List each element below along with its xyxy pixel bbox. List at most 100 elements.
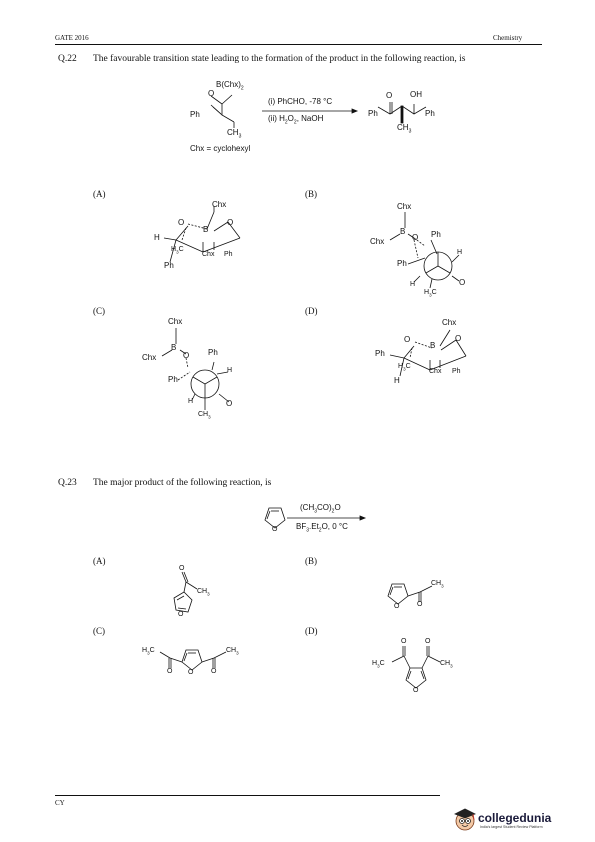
q23-d-ch3: CH3 — [440, 660, 453, 669]
q22-b-o-bottom: O — [459, 278, 466, 287]
q22-reactant-oxygen: O — [208, 89, 215, 98]
collegedunia-logo[interactable]: collegedunia India's largest Student Rev… — [452, 806, 592, 834]
q22-b-ph-left: Ph — [397, 259, 407, 268]
brand-name: collegedunia — [478, 811, 552, 825]
q23-c-o-left: O — [167, 668, 173, 675]
q22-a-ph-bottom: Ph — [224, 251, 233, 258]
q22-c-o: O — [183, 351, 190, 360]
q22-note: Chx = cyclohexyl — [190, 144, 251, 153]
q22-b-o: O — [412, 233, 419, 242]
q22-c-ph-right: Ph — [208, 348, 218, 357]
q23-a-o-ring: O — [178, 611, 184, 618]
q22-option-a-label[interactable]: (A) — [93, 189, 106, 199]
q22-a-o2: O — [227, 218, 234, 227]
q23-reagent-1: (CH3CO)2O — [300, 503, 341, 515]
q22-c-chx-left: Chx — [142, 353, 157, 362]
q22-c-b: B — [171, 343, 177, 352]
q23-c-o-right: O — [211, 668, 217, 675]
header-rule — [55, 44, 542, 45]
q22-b-h-right: H — [457, 249, 463, 256]
q22-b-chx-left: Chx — [370, 237, 385, 246]
q22-a-chx-bottom: Chx — [202, 251, 215, 258]
q22-condition-1: (i) PhCHO, -78 °C — [268, 97, 333, 106]
header-right: Chemistry — [493, 34, 523, 42]
q23-a-o-keto: O — [179, 565, 185, 572]
q22-a-h: H — [154, 233, 160, 242]
q22-b-b: B — [400, 227, 406, 236]
q23-b-o-keto: O — [417, 601, 423, 608]
q22-product-ch3: CH3 — [397, 123, 412, 135]
q23-d-o-ring: O — [413, 687, 419, 694]
header-left: GATE 2016 — [55, 34, 89, 42]
q22-b-h-left: H — [410, 281, 416, 288]
q23-c-o-ring: O — [188, 669, 194, 676]
q23-number: Q.23 — [58, 478, 77, 488]
q22-product-ph-right: Ph — [425, 109, 435, 118]
q22-d-o1: O — [404, 335, 411, 344]
brand-tagline: India's largest Student Review Platform — [480, 825, 543, 829]
q23-a-ch3: CH3 — [197, 588, 210, 597]
q23-option-b-label[interactable]: (B) — [305, 556, 317, 566]
q22-d-chx-bottom: Chx — [429, 368, 442, 375]
q23-c-ch3: CH3 — [226, 647, 239, 656]
q23-text: The major product of the following react… — [93, 478, 272, 488]
q23-b-o-ring: O — [394, 603, 400, 610]
q22-c-chx-top: Chx — [168, 317, 183, 326]
q23-c-h3c: H3C — [142, 647, 155, 656]
q22-b-ph-top: Ph — [431, 230, 441, 239]
q22-a-b: B — [203, 225, 209, 234]
q22-d-ph: Ph — [375, 349, 385, 358]
q23-d-o-left: O — [401, 638, 407, 645]
q22-b-chx-top: Chx — [397, 202, 412, 211]
q22-c-o-bottom: O — [226, 399, 233, 408]
q22-d-h3c: H3C — [398, 363, 411, 372]
q22-reactant-methyl: CH3 — [227, 128, 242, 140]
q23-option-a-label[interactable]: (A) — [93, 556, 106, 566]
q22-a-h3c: H3C — [171, 246, 184, 255]
q23-option-c-label[interactable]: (C) — [93, 626, 105, 636]
q22-product-o: O — [386, 91, 393, 100]
q22-a-chx: Chx — [212, 200, 227, 209]
q23-option-d-label[interactable]: (D) — [305, 626, 318, 636]
q22-c-h-left: H — [188, 398, 194, 405]
q22-b-h3c: H3C — [424, 289, 437, 298]
q22-c-ph-left: Ph — [168, 375, 178, 384]
q22-a-o1: O — [178, 218, 185, 227]
footer-rule — [55, 795, 440, 796]
q22-reactant-boron: B(Chx)2 — [216, 80, 244, 92]
q22-number: Q.22 — [58, 54, 77, 64]
q22-product-oh: OH — [410, 90, 422, 99]
q22-d-chx: Chx — [442, 318, 457, 327]
q22-a-ph-left: Ph — [164, 261, 174, 270]
q22-reactant-phenyl: Ph — [190, 110, 200, 119]
q22-d-b: B — [430, 341, 436, 350]
q22-c-h-right: H — [227, 367, 233, 374]
q22-option-b-label[interactable]: (B) — [305, 189, 317, 199]
q22-d-o2: O — [455, 334, 462, 343]
q22-product-ph-left: Ph — [368, 109, 378, 118]
q22-condition-2: (ii) H2O2, NaOH — [268, 114, 324, 126]
q22-text: The favourable transition state leading … — [93, 54, 466, 64]
q22-c-ch3: CH3 — [198, 411, 211, 420]
q22-d-ph-bottom: Ph — [452, 368, 461, 375]
q23-b-ch3: CH3 — [431, 580, 444, 589]
graduate-mascot-icon — [454, 808, 476, 831]
footer-left: CY — [55, 799, 65, 807]
q23-d-h3c: H3C — [372, 660, 385, 669]
q22-option-c-label[interactable]: (C) — [93, 306, 105, 316]
q22-d-h: H — [394, 376, 400, 385]
q22-option-d-label[interactable]: (D) — [305, 306, 318, 316]
q23-furan-o: O — [272, 526, 278, 533]
q23-reagent-2: BF3.Et2O, 0 °C — [296, 522, 348, 534]
q23-d-o-right: O — [425, 638, 431, 645]
